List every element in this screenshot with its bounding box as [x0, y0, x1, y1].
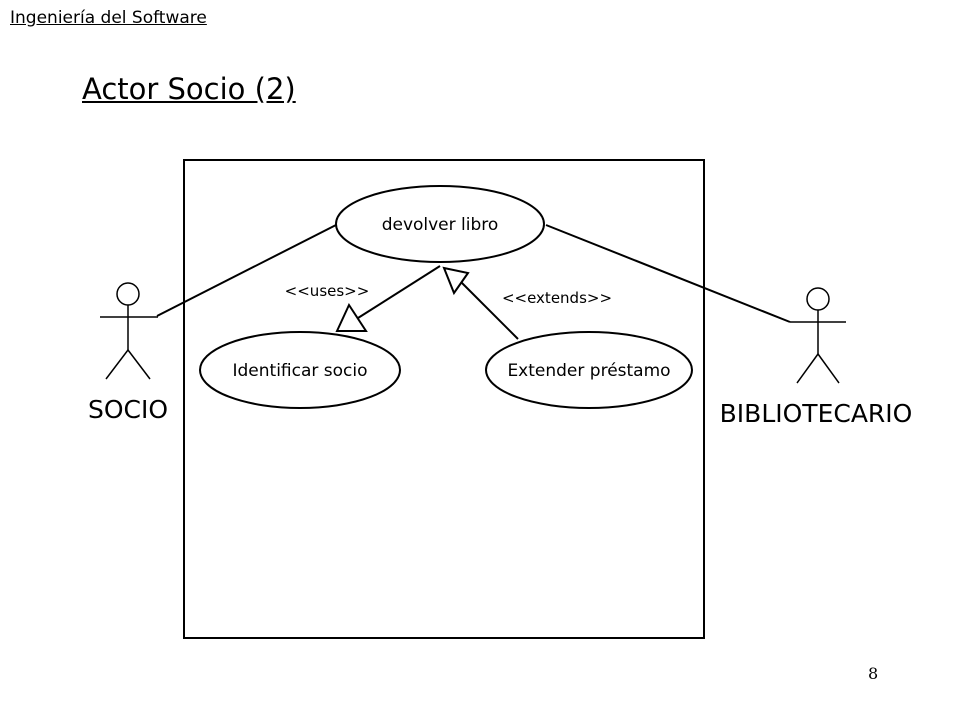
extends-relation-line [460, 281, 519, 340]
use-case-extender-prestamo-label: Extender préstamo [507, 361, 670, 381]
page-number: 8 [868, 664, 879, 683]
extends-label: <<extends>> [502, 289, 612, 307]
uses-relation-line [357, 265, 441, 319]
uses-label: <<uses>> [285, 282, 370, 300]
actor-socio-figure [100, 282, 158, 380]
use-case-devolver-libro [335, 185, 545, 263]
use-case-identificar-socio [199, 331, 401, 409]
use-case-devolver-libro-label: devolver libro [382, 215, 499, 235]
bibliotecario-association-line [545, 224, 791, 323]
slide-title: Actor Socio (2) [82, 72, 296, 106]
use-case-extender-prestamo [485, 331, 693, 409]
socio-association-line [156, 224, 337, 317]
course-header: Ingeniería del Software [10, 8, 207, 28]
uses-arrowhead [335, 302, 368, 332]
use-case-identificar-socio-label: Identificar socio [232, 361, 367, 381]
extends-arrowhead [442, 266, 470, 296]
actor-socio-label: SOCIO [88, 395, 168, 424]
actor-bibliotecario-label: BIBLIOTECARIO [720, 399, 913, 428]
actor-bibliotecario-figure [790, 287, 846, 384]
system-boundary [183, 159, 705, 639]
